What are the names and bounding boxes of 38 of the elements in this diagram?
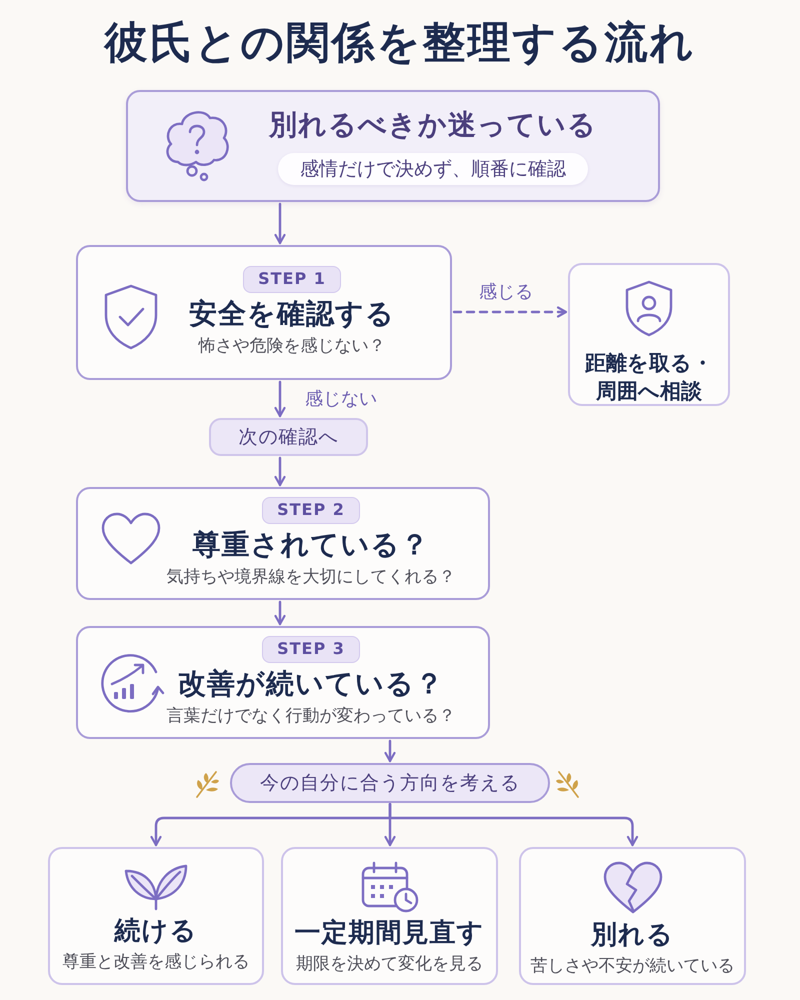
option-description: 期限を決めて変化を見る xyxy=(296,952,483,976)
arrow xyxy=(274,202,286,244)
arrow xyxy=(274,456,286,486)
option-card xyxy=(519,847,746,985)
option-heading: 一定期間見直す xyxy=(294,917,484,950)
option-description: 苦しさや不安が続いている xyxy=(530,954,734,978)
start-card xyxy=(126,90,660,202)
step-heading: 安全を確認する xyxy=(189,296,395,332)
step-question: 気持ちや境界線を大切にしてくれる？ xyxy=(166,566,456,590)
step-heading: 尊重されている？ xyxy=(192,526,430,563)
arrow xyxy=(274,380,286,418)
step-heading: 改善が続いている？ xyxy=(178,666,444,702)
step-question: 怖さや危険を感じない？ xyxy=(198,335,386,358)
title: 彼氏との関係を整理する流れ xyxy=(104,17,696,70)
step-badge: STEP 1 xyxy=(243,266,341,293)
step-badge: STEP 2 xyxy=(262,497,360,524)
arrow xyxy=(388,802,638,846)
pill-label: 次の確認へ xyxy=(238,424,338,450)
transition-pill xyxy=(209,418,368,456)
option-card xyxy=(48,847,264,985)
advice-text: 距離を取る・周囲へ相談 xyxy=(584,350,714,406)
step-badge: STEP 3 xyxy=(262,636,360,663)
note-pill: 感情だけで決めず、順番に確認 xyxy=(278,152,588,186)
transition-pill xyxy=(230,763,550,803)
start-heading: 別れるべきか迷っている xyxy=(269,106,597,142)
step-card xyxy=(76,626,490,739)
option-heading: 続ける xyxy=(114,915,198,948)
dashed-arrow xyxy=(452,306,568,318)
step-question: 言葉だけでなく行動が変わっている？ xyxy=(166,705,456,728)
pill-label: 今の自分に合う方向を考える xyxy=(260,770,520,796)
step-card xyxy=(76,245,452,380)
option-card xyxy=(281,847,498,985)
option-heading: 別れる xyxy=(591,919,674,952)
option-description: 尊重と改善を感じられる xyxy=(62,950,250,974)
arrow xyxy=(384,740,396,762)
arrow xyxy=(274,600,286,626)
step-card xyxy=(76,487,490,600)
action-card xyxy=(568,263,730,406)
